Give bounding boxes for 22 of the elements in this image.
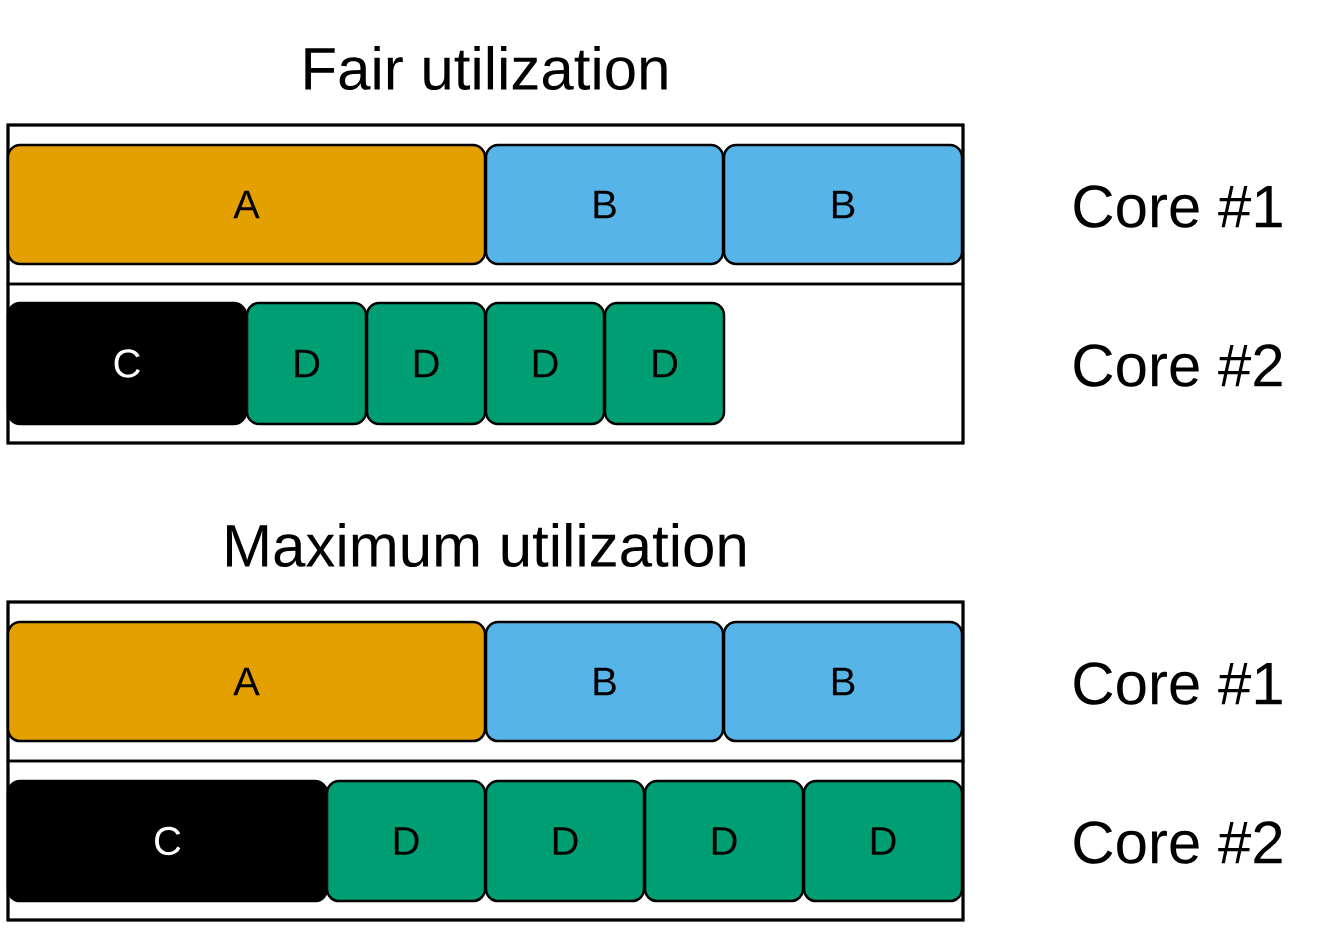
task-block: D <box>365 301 487 426</box>
task-block: A <box>6 143 487 266</box>
task-block: B <box>722 620 964 743</box>
task-block: D <box>325 779 487 903</box>
task-block: D <box>245 301 368 426</box>
task-block: C <box>6 301 248 426</box>
task-block: C <box>6 779 329 903</box>
task-block: D <box>603 301 726 426</box>
core-label: Core #1 <box>1074 662 1282 705</box>
task-block: D <box>802 779 964 903</box>
task-block: B <box>484 620 725 743</box>
task-block: D <box>484 301 606 426</box>
task-block: B <box>722 143 964 266</box>
task-block: D <box>484 779 646 903</box>
core-label: Core #1 <box>1074 185 1282 228</box>
core-label: Core #2 <box>1074 344 1282 387</box>
core-label: Core #2 <box>1074 821 1282 864</box>
node-label: Maximum utilization <box>227 522 745 568</box>
task-block: A <box>6 620 487 743</box>
node-label: Fair utilization <box>305 45 667 91</box>
task-block: B <box>484 143 725 266</box>
task-block: D <box>643 779 805 903</box>
